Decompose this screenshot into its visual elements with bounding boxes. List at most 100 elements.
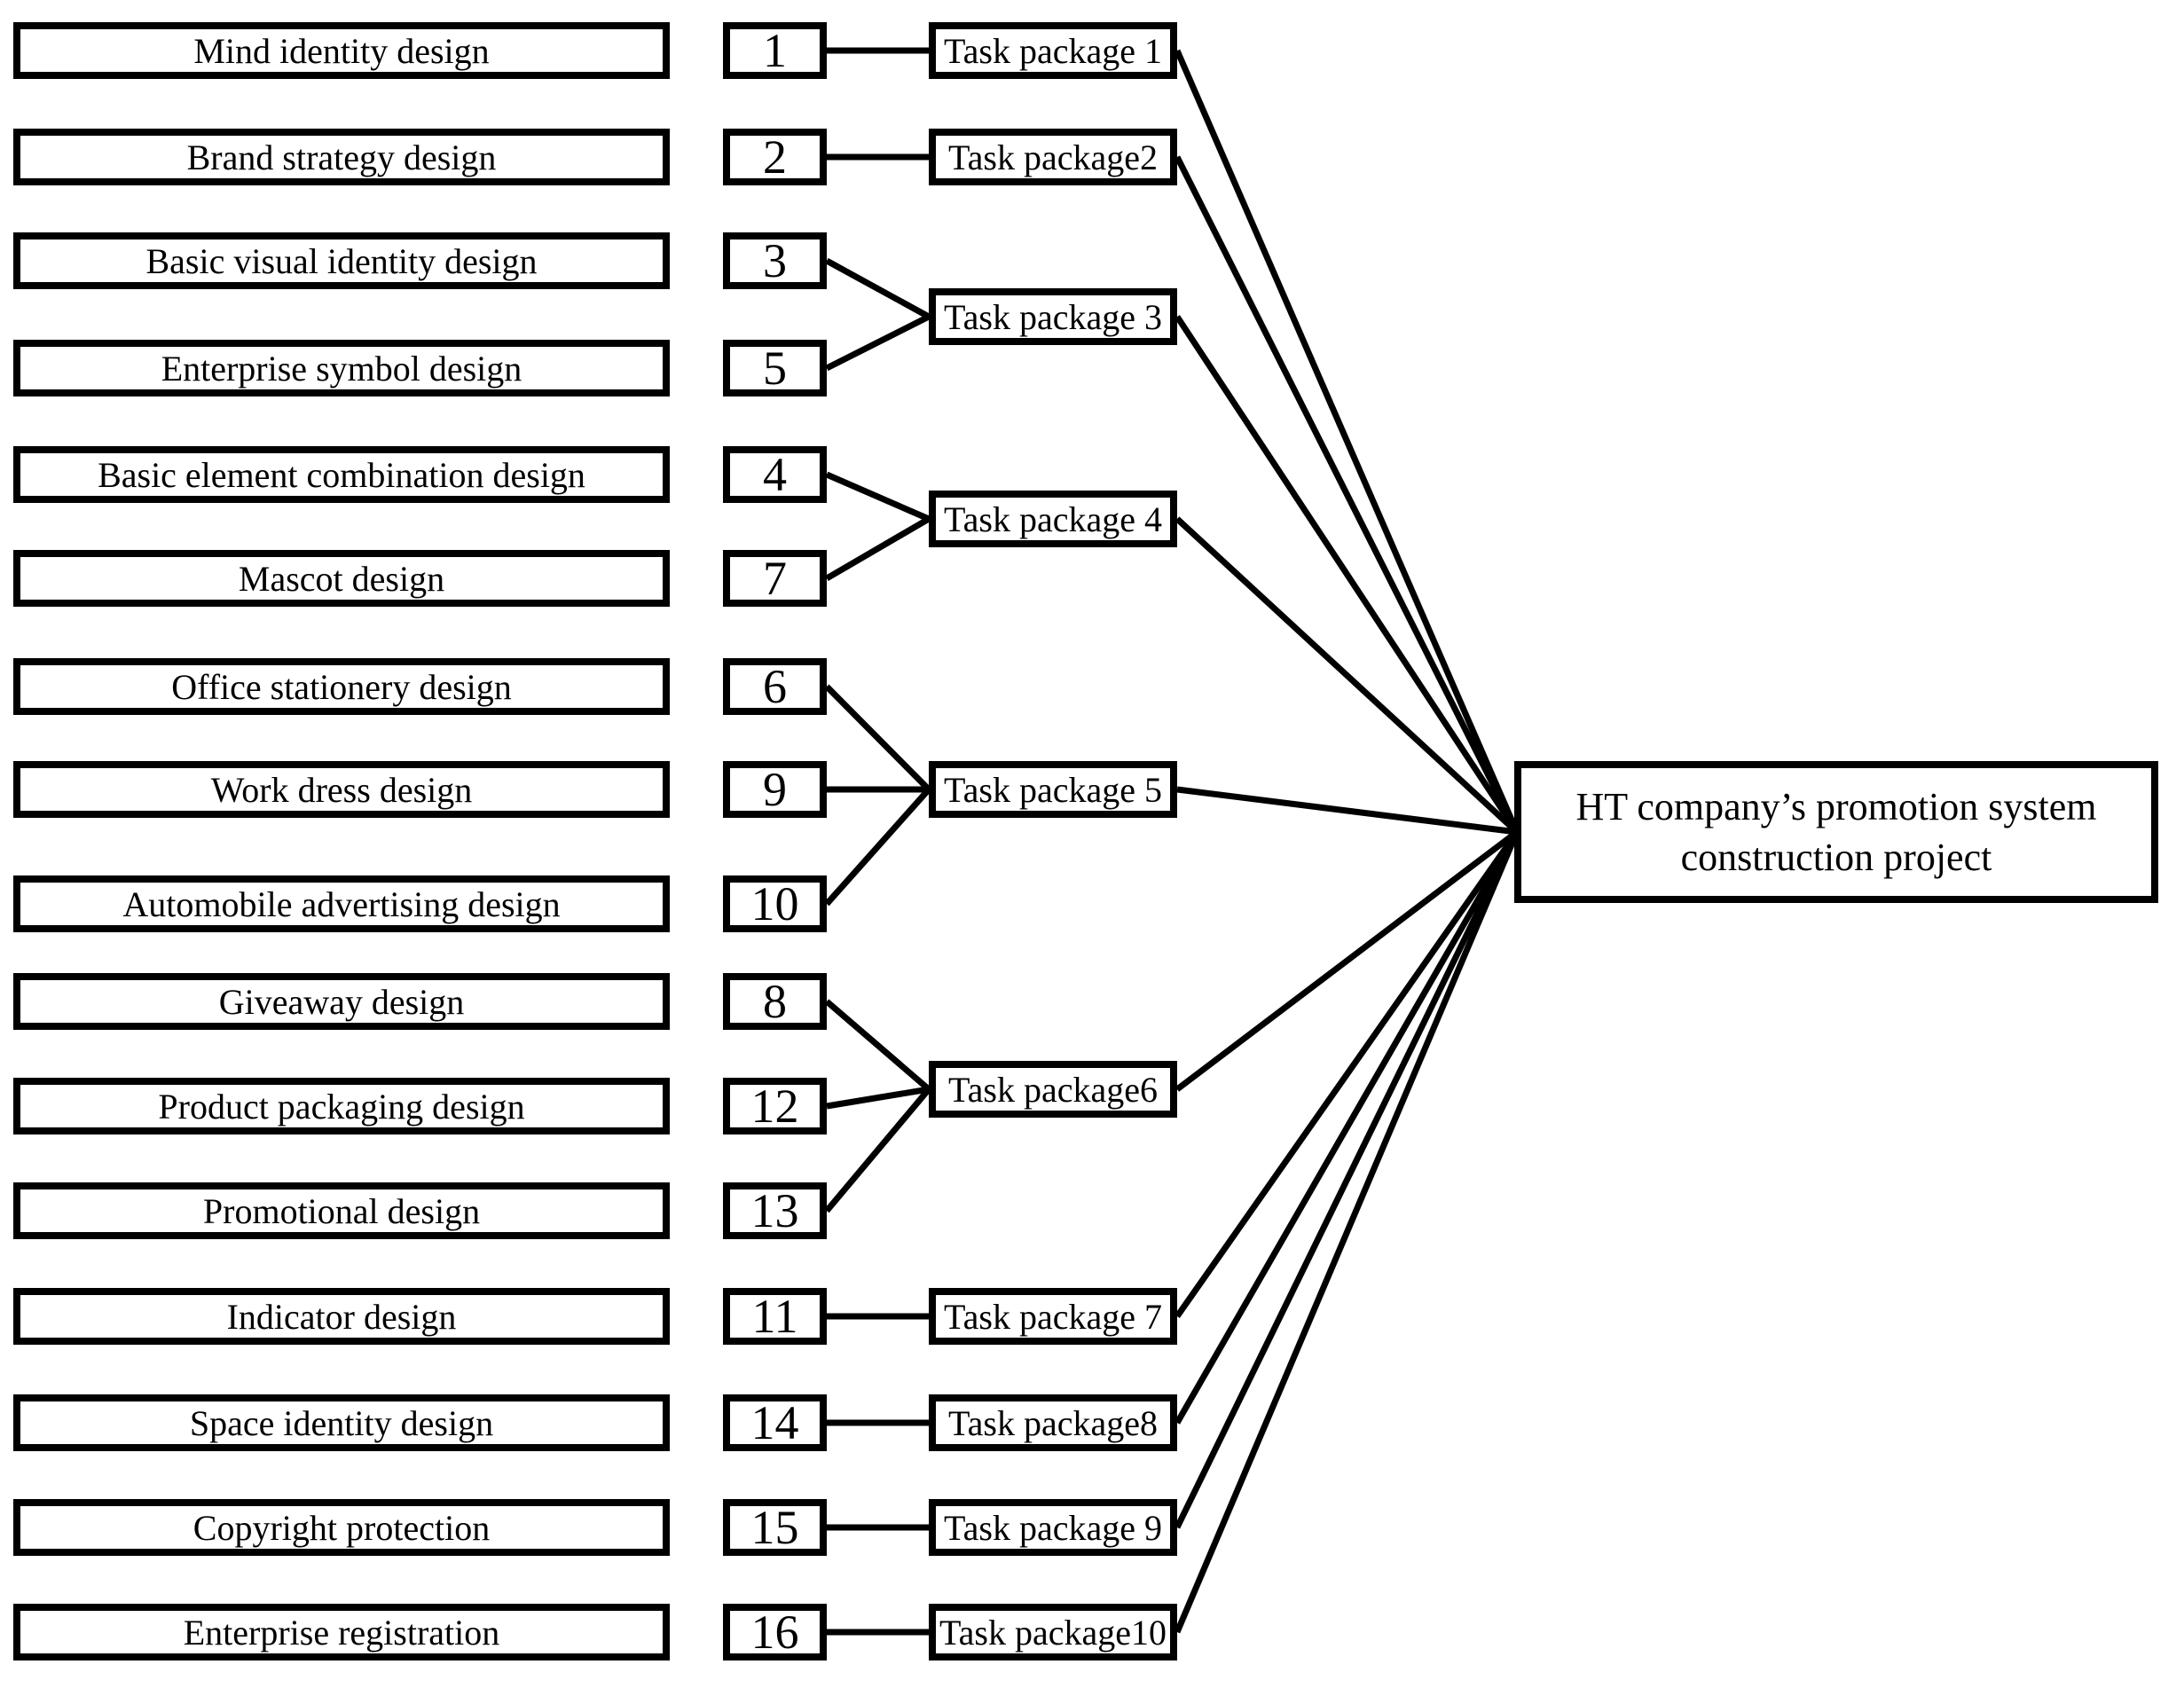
package-box: Task package6 (929, 1061, 1177, 1118)
package-box: Task package2 (929, 129, 1177, 185)
task-box: Basic visual identity design (13, 232, 670, 289)
package-label: Task package8 (948, 1402, 1158, 1443)
task-label: Mascot design (238, 558, 445, 599)
package-box: Task package10 (929, 1604, 1177, 1661)
task-box: Indicator design (13, 1288, 670, 1345)
connector-number-to-package (824, 1087, 931, 1213)
task-number: 12 (750, 1080, 799, 1133)
package-box: Task package 9 (929, 1499, 1177, 1556)
task-label: Automobile advertising design (122, 883, 561, 924)
task-box: Office stationery design (13, 658, 670, 715)
task-number-box: 10 (723, 875, 827, 932)
task-number-box: 6 (723, 658, 827, 715)
connector-number-to-package (824, 684, 931, 792)
task-number: 1 (763, 24, 787, 77)
connector-package-to-project (1174, 516, 1520, 835)
task-number-box: 5 (723, 340, 827, 396)
connector-package-to-project (1174, 49, 1520, 834)
task-number-box: 14 (723, 1394, 827, 1451)
task-label: Basic visual identity design (145, 240, 538, 281)
task-number: 13 (750, 1184, 799, 1237)
task-label: Work dress design (210, 769, 473, 810)
task-number-box: 9 (723, 761, 827, 818)
task-label: Enterprise symbol design (161, 348, 522, 389)
package-label: Task package 3 (944, 296, 1162, 337)
package-label: Task package10 (939, 1612, 1167, 1653)
task-number: 2 (763, 130, 787, 184)
task-number-box: 11 (723, 1288, 827, 1345)
package-label: Task package 5 (944, 769, 1162, 810)
task-box: Space identity design (13, 1394, 670, 1451)
connector-package-to-project (1174, 829, 1520, 1319)
package-label: Task package2 (948, 137, 1158, 177)
connector-package-to-project (1174, 315, 1520, 834)
task-number: 11 (751, 1290, 798, 1343)
task-label: Giveaway design (218, 981, 465, 1022)
task-label: Space identity design (189, 1402, 494, 1443)
task-box: Brand strategy design (13, 129, 670, 185)
project-title-line2: construction project (1680, 836, 1992, 879)
task-box: Enterprise symbol design (13, 340, 670, 396)
task-box: Enterprise registration (13, 1604, 670, 1661)
task-label: Basic element combination design (98, 454, 585, 495)
task-number-box: 16 (723, 1604, 827, 1661)
task-label: Office stationery design (171, 666, 512, 707)
task-label: Indicator design (226, 1296, 457, 1337)
package-label: Task package6 (948, 1069, 1158, 1110)
package-box: Task package 1 (929, 22, 1177, 79)
task-label: Product packaging design (158, 1086, 525, 1127)
task-number: 4 (763, 448, 787, 501)
task-number: 7 (763, 552, 787, 605)
connector-number-to-package (825, 257, 931, 320)
task-number-box: 13 (723, 1182, 827, 1239)
package-label: Task package 9 (944, 1507, 1162, 1548)
task-box: Work dress design (13, 761, 670, 818)
connector-number-to-package (824, 787, 931, 907)
package-label: Task package 4 (944, 499, 1162, 539)
task-label: Mind identity design (193, 30, 490, 71)
connector-package-to-project (1174, 830, 1520, 1425)
package-box: Task package 5 (929, 761, 1177, 818)
package-box: Task package 4 (929, 491, 1177, 547)
task-number: 16 (750, 1606, 799, 1659)
task-number-box: 3 (723, 232, 827, 289)
package-box: Task package8 (929, 1394, 1177, 1451)
connector-package-to-project (1174, 830, 1520, 1529)
connector-package-to-project (1174, 155, 1520, 834)
connector-package-to-project (1174, 829, 1520, 1092)
task-label: Copyright protection (192, 1507, 491, 1548)
task-number-box: 1 (723, 22, 827, 79)
package-label: Task package 1 (944, 30, 1162, 71)
connector-number-to-package (825, 471, 931, 522)
task-label: Promotional design (202, 1190, 481, 1231)
task-box: Promotional design (13, 1182, 670, 1239)
task-number: 5 (763, 342, 787, 395)
task-box: Mascot design (13, 550, 670, 607)
task-number: 15 (750, 1501, 799, 1554)
task-number: 6 (763, 660, 787, 713)
task-number-box: 4 (723, 446, 827, 503)
task-number: 8 (763, 975, 787, 1028)
task-number: 14 (750, 1396, 799, 1449)
task-number-box: 7 (723, 550, 827, 607)
package-label: Task package 7 (944, 1296, 1162, 1337)
task-number: 10 (750, 877, 799, 930)
task-number: 3 (763, 234, 787, 287)
task-number-box: 15 (723, 1499, 827, 1556)
connector-package-to-project (1174, 830, 1520, 1634)
package-box: Task package 3 (929, 288, 1177, 345)
task-box: Basic element combination design (13, 446, 670, 503)
connector-number-to-package (825, 515, 931, 582)
task-number: 9 (763, 763, 787, 816)
task-label: Enterprise registration (183, 1612, 500, 1653)
task-box: Copyright protection (13, 1499, 670, 1556)
connector-package-to-project (1176, 786, 1518, 836)
task-number-box: 12 (723, 1078, 827, 1134)
task-box: Product packaging design (13, 1078, 670, 1134)
task-number-box: 8 (723, 973, 827, 1030)
task-label: Brand strategy design (186, 137, 497, 177)
package-box: Task package 7 (929, 1288, 1177, 1345)
task-number-box: 2 (723, 129, 827, 185)
